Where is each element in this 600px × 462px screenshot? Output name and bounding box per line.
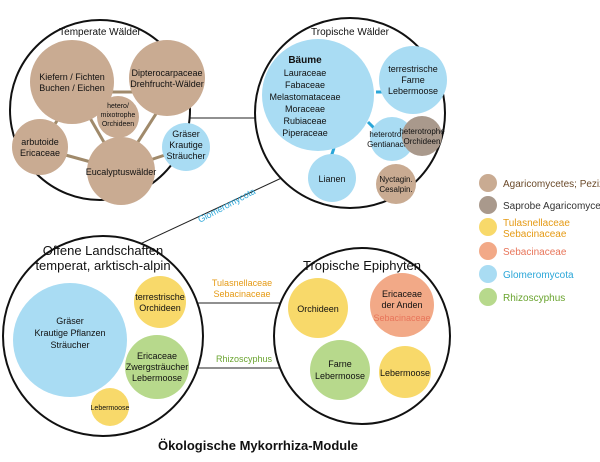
node-baeume-item: Moraceae	[285, 104, 325, 114]
node-baeume-item: Fabaceae	[285, 80, 325, 90]
node-nyctaginaceae	[376, 164, 416, 204]
legend-label: Agaricomycetes; Pezizales	[503, 179, 600, 190]
node-graeser-o-label-1: Gräser	[56, 316, 84, 326]
node-hetero-label-1: hetero/	[107, 103, 129, 110]
node-lebermoose-o-label: Lebermoose	[91, 405, 130, 412]
node-lebermoose-e-label: Lebermoose	[380, 368, 430, 378]
node-eric-e-label-2: der Anden	[381, 300, 422, 310]
node-dipterocarp-label-1: Dipterocarpaceae	[131, 68, 202, 78]
link-label-tulasnella-2: Sebacinaceae	[213, 289, 270, 299]
node-graeser-o-label-3: Sträucher	[50, 340, 89, 350]
node-farne-tr-label-1: terrestrische	[388, 64, 438, 74]
link-label-glomeromycota: Glomeromycota	[196, 186, 257, 225]
node-eucalyptus-label: Eucalyptuswälder	[86, 167, 157, 177]
node-lianen-label: Lianen	[318, 174, 345, 184]
node-dipterocarp-label-2: Drehfrucht-Wälder	[130, 79, 204, 89]
node-graeser-t-label-1: Gräser	[172, 129, 200, 139]
temperate-heading: Temperate Wälder	[59, 27, 141, 38]
legend: Agaricomycetes; Pezizales Saprobe Agaric…	[479, 174, 600, 306]
node-farne-tr-label-2: Farne	[401, 75, 425, 85]
open-heading-2: temperat, arktisch-alpin	[35, 258, 170, 273]
node-graeser-open	[13, 283, 127, 397]
node-horch-label-1: heterotrophe	[399, 127, 445, 136]
node-nyct-label-2: Cesalpin.	[379, 185, 412, 194]
node-hgent-label-1: heterotrophe	[369, 130, 415, 139]
node-baeume-item: Piperaceae	[282, 128, 328, 138]
node-nyct-label-1: Nyctagin.	[379, 175, 412, 184]
node-arbutoide-label-2: Ericaceae	[20, 148, 60, 158]
node-farne-e-label-2: Lebermoose	[315, 371, 365, 381]
node-lebermoose-epiphytes	[379, 346, 431, 398]
node-baeume-item: Rubiaceae	[283, 116, 326, 126]
node-hgent-label-2: Gentianaceae	[367, 140, 417, 149]
node-hetero-orchids-tropical	[402, 116, 442, 156]
node-graeser-o-label-2: Krautige Pflanzen	[34, 328, 105, 338]
node-hetero-orchids	[97, 96, 139, 138]
legend-swatch	[479, 174, 497, 192]
legend-swatch	[479, 242, 497, 260]
node-graeser-temperate	[162, 123, 210, 171]
node-baeume-item: Melastomataceae	[269, 92, 340, 102]
node-hetero-label-2: mixotrophe	[101, 112, 136, 119]
legend-label: Rhizoscyphus	[503, 293, 565, 304]
node-torch-label-1: terrestrische	[135, 292, 185, 302]
link-label-tulasnella-1: Tulasnellaceae	[212, 278, 272, 288]
node-terr-orchids-open	[134, 276, 186, 328]
node-lianen	[308, 154, 356, 202]
node-ericaceae-anden	[370, 273, 434, 337]
node-eric-e-label-3: Sebacinaceae	[373, 313, 430, 323]
node-eric-o-label-2: Zwergsträucher	[126, 362, 189, 372]
node-eucalyptus	[87, 137, 155, 205]
node-kiefern	[30, 40, 114, 124]
legend-swatch	[479, 265, 497, 283]
module-tropical-epiphytes	[273, 247, 451, 425]
legend-swatch	[479, 288, 497, 306]
node-farne-e-label-1: Farne	[328, 359, 352, 369]
node-kiefern-label-1: Kiefern / Fichten	[39, 72, 105, 82]
legend-label: Sebacinaceae	[503, 247, 567, 258]
node-eric-o-label-1: Ericaceae	[137, 351, 177, 361]
node-orchideen-epiphytes	[288, 278, 348, 338]
node-arbutoide	[12, 119, 68, 175]
node-eric-e-label-1: Ericaceae	[382, 289, 422, 299]
legend-label: Tulasnellaceae	[503, 218, 570, 229]
link-label-rhizoscyphus: Rhizoscyphus	[216, 354, 273, 364]
node-horch-label-2: Orchideen	[404, 137, 441, 146]
node-baeume-item: Lauraceae	[284, 68, 327, 78]
legend-swatch	[479, 218, 497, 236]
node-torch-label-2: Orchideen	[139, 303, 181, 313]
node-baeume-title: Bäume	[288, 55, 322, 66]
node-farne-tropical	[379, 46, 447, 114]
tropical-heading: Tropische Wälder	[311, 27, 390, 38]
node-graeser-t-label-3: Sträucher	[166, 151, 205, 161]
epiphytes-heading: Tropische Epiphyten	[303, 258, 421, 273]
diagram-title: Ökologische Mykorrhiza-Module	[158, 438, 358, 453]
node-hetero-gentianaceae	[370, 117, 414, 161]
node-baeume	[262, 39, 374, 151]
legend-label: Glomeromycota	[503, 270, 574, 281]
node-eric-o-label-3: Lebermoose	[132, 373, 182, 383]
legend-label: Saprobe Agaricomycetes	[503, 201, 600, 212]
node-farne-tr-label-3: Lebermoose	[388, 86, 438, 96]
node-ericaceae-open	[125, 335, 189, 399]
open-heading-1: Offene Landschaften	[43, 243, 163, 258]
node-lebermoose-open	[91, 388, 129, 426]
node-dipterocarp	[129, 40, 205, 116]
node-graeser-t-label-2: Krautige	[169, 140, 203, 150]
legend-label-2: Sebacinaceae	[503, 229, 567, 240]
node-hetero-label-3: Orchideen	[102, 121, 134, 128]
node-orchideen-e-label: Orchideen	[297, 304, 339, 314]
node-kiefern-label-2: Buchen / Eichen	[39, 83, 105, 93]
node-farne-epiphytes	[310, 340, 370, 400]
node-arbutoide-label-1: arbutoide	[21, 137, 59, 147]
legend-swatch	[479, 196, 497, 214]
